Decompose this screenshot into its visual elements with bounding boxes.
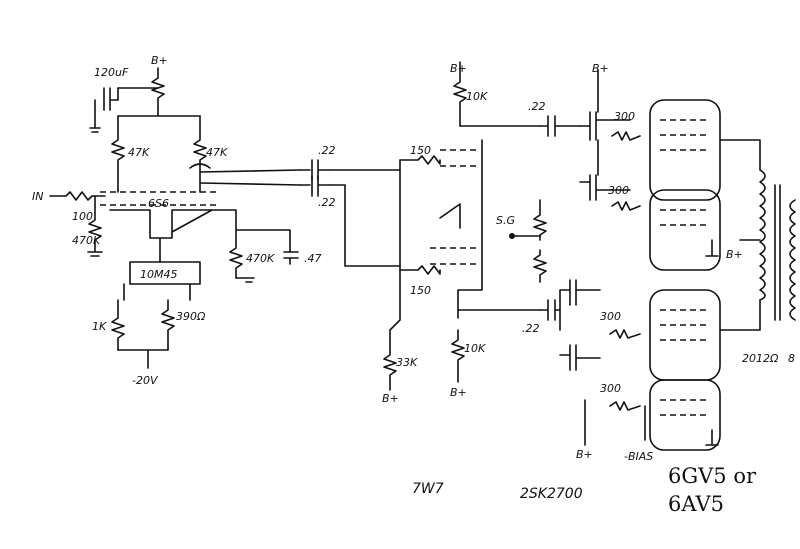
label-r-300-4: 300: [600, 382, 621, 395]
label-neg-20v: -20V: [132, 374, 159, 387]
label-tube-line2: 6AV5: [668, 492, 724, 516]
labels: 120uF B+ 47K 47K IN 100 470K 6S6 10M45 1…: [32, 54, 795, 516]
label-bplus-10k-bot: B+: [450, 386, 467, 399]
label-r-2012: 2012Ω: [742, 352, 779, 365]
label-cap-22-d: .22: [522, 322, 540, 335]
label-cap-22-c: .22: [528, 100, 546, 113]
label-r-100: 100: [72, 210, 93, 223]
label-bplus-mosfet-top: B+: [592, 62, 609, 75]
label-bias: -BIAS: [624, 450, 653, 463]
label-r-47k-right: 47K: [206, 146, 228, 159]
label-bplus-output: B+: [726, 248, 743, 261]
label-r-47k-left: 47K: [128, 146, 150, 159]
label-bplus-mid-top: B+: [450, 62, 467, 75]
label-tube-6s6: 6S6: [148, 197, 169, 210]
mosfet-stage: [509, 69, 641, 446]
driver-stage: [383, 61, 541, 391]
label-cap-22-a: .22: [318, 144, 336, 157]
input-stage: [49, 67, 301, 369]
label-r-33k: 33K: [396, 356, 418, 369]
note-2sk2700: 2SK2700: [520, 486, 583, 502]
label-r-10k-top: 10K: [466, 90, 488, 103]
label-bplus-top-left: B+: [151, 54, 168, 67]
coupling-caps: [299, 159, 401, 267]
label-r-470k-cath: 470K: [246, 252, 275, 265]
label-bplus-33k: B+: [382, 392, 399, 405]
label-r-300-3: 300: [600, 310, 621, 323]
note-7w7: 7W7: [412, 481, 444, 497]
label-ic-10m45: 10M45: [140, 268, 178, 281]
label-r-150-top: 150: [410, 144, 431, 157]
label-cap-120uf: 120uF: [94, 66, 129, 79]
label-r-470k-in: 470K: [72, 234, 101, 247]
label-sg: S.G: [496, 214, 515, 227]
output-tubes: [644, 99, 761, 451]
label-r-390: 390Ω: [176, 310, 206, 323]
label-r-300-2: 300: [608, 184, 629, 197]
label-r-150-bot: 150: [410, 284, 431, 297]
label-r-1k: 1K: [92, 320, 107, 333]
label-r-10k-bot: 10K: [464, 342, 486, 355]
label-bplus-mosfet-bot: B+: [576, 448, 593, 461]
label-tube-line1: 6GV5 or: [668, 464, 757, 488]
label-r-300-1: 300: [614, 110, 635, 123]
label-cap-47: .47: [304, 252, 322, 265]
label-cap-22-b: .22: [318, 196, 336, 209]
label-r-8: 8: [788, 352, 795, 365]
output-transformer: [739, 169, 796, 321]
label-input: IN: [32, 190, 43, 203]
